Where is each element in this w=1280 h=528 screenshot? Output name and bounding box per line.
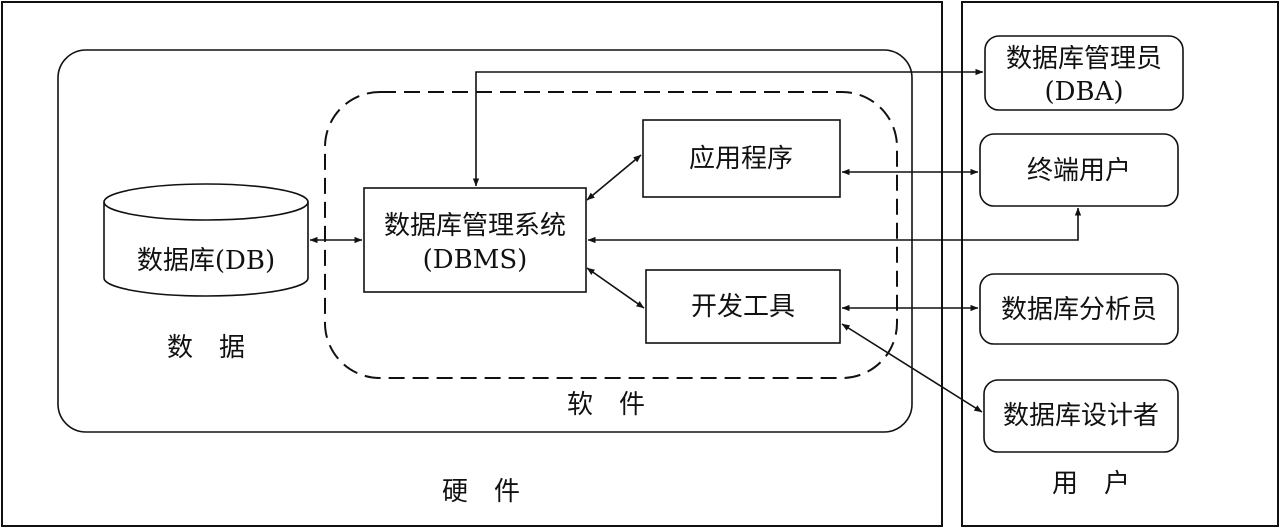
analyst-box [979, 273, 1179, 345]
end-user-label: 终端用户 [1027, 156, 1131, 186]
dba-box [984, 35, 1184, 111]
app-label: 应用程序 [689, 144, 793, 174]
arrow-dbms-devtools [586, 267, 645, 309]
arrow-devtools-designer [841, 323, 983, 413]
software-caption: 软 件 [567, 390, 645, 420]
designer-label: 数据库设计者 [1003, 401, 1159, 431]
database-cylinder [103, 183, 309, 297]
devtools-box [645, 269, 841, 344]
arrow-dba-dbms [472, 68, 984, 187]
dbms-label-line2: (DBMS) [423, 245, 528, 275]
dbms-box [363, 187, 587, 293]
hardware-caption: 硬 件 [442, 477, 520, 507]
data-caption: 数 据 [167, 333, 245, 363]
users-caption: 用 户 [1052, 469, 1130, 499]
dbms-label-line1: 数据库管理系统 [384, 211, 566, 241]
dba-label-line1: 数据库管理员 [1006, 44, 1162, 74]
arrow-dbms-enduser [587, 207, 1082, 244]
designer-box [983, 379, 1179, 453]
analyst-label: 数据库分析员 [1001, 295, 1157, 325]
devtools-label: 开发工具 [691, 292, 795, 322]
database-label: 数据库(DB) [137, 246, 275, 276]
dba-label-line2: (DBA) [1044, 77, 1123, 107]
